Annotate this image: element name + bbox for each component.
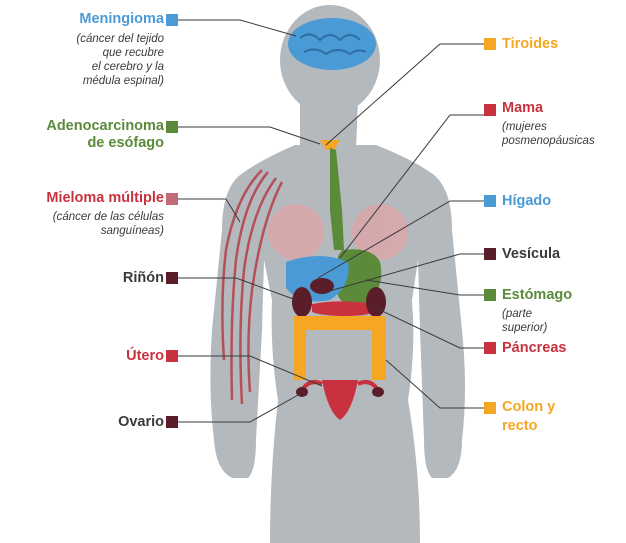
label-rinon: Riñón <box>123 270 164 287</box>
marker-tiroides <box>484 38 496 50</box>
label-tiroides: Tiroides <box>502 36 558 53</box>
note-mieloma-2: sanguíneas) <box>101 224 164 238</box>
marker-colon <box>484 402 496 414</box>
note-estomago-1: (parte <box>502 307 532 321</box>
note-meningioma-4: médula espinal) <box>83 74 164 88</box>
label-estomago: Estómago <box>502 287 572 304</box>
marker-pancreas <box>484 342 496 354</box>
marker-rinon <box>166 272 178 284</box>
label-ovario: Ovario <box>118 414 164 431</box>
label-utero: Útero <box>126 348 164 365</box>
label-meningioma: Meningioma <box>79 11 164 28</box>
marker-adenocarcinoma <box>166 121 178 133</box>
brain <box>288 18 376 70</box>
label-higado: Hígado <box>502 193 551 210</box>
marker-estomago <box>484 289 496 301</box>
label-colon-1: Colon y <box>502 399 555 416</box>
label-vesicula: Vesícula <box>502 246 560 263</box>
marker-higado <box>484 195 496 207</box>
note-meningioma-3: el cerebro y la <box>92 60 164 74</box>
label-mama: Mama <box>502 100 543 117</box>
label-pancreas: Páncreas <box>502 340 567 357</box>
note-mieloma-1: (cáncer de las células <box>53 210 164 224</box>
marker-mieloma <box>166 193 178 205</box>
label-adenocarcinoma-2: de esófago <box>87 135 164 152</box>
label-mieloma: Mieloma múltiple <box>46 190 164 207</box>
note-meningioma-2: que recubre <box>103 46 164 60</box>
note-estomago-2: superior) <box>502 321 547 335</box>
label-adenocarcinoma-1: Adenocarcinoma <box>46 118 164 135</box>
marker-mama <box>484 104 496 116</box>
note-meningioma-1: (cáncer del tejido <box>76 32 164 46</box>
marker-meningioma <box>166 14 178 26</box>
label-colon-2: recto <box>502 418 537 435</box>
gallbladder <box>310 278 334 294</box>
marker-utero <box>166 350 178 362</box>
note-mama-2: posmenopáusicas <box>502 134 595 148</box>
marker-ovario <box>166 416 178 428</box>
note-mama-1: (mujeres <box>502 120 547 134</box>
marker-vesicula <box>484 248 496 260</box>
